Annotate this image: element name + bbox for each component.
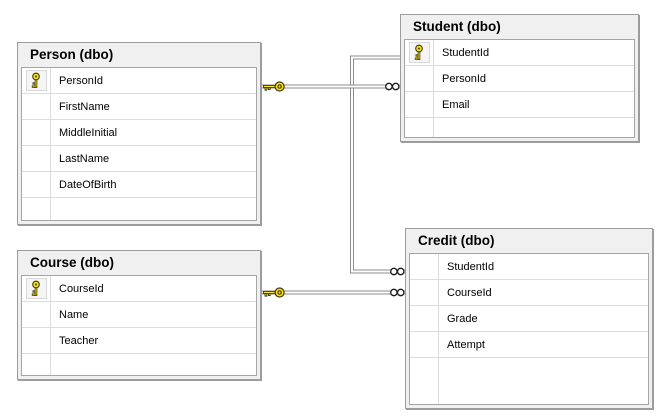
infinity-icon	[385, 82, 400, 91]
table-row-dateofbirth[interactable]: DateOfBirth	[22, 172, 256, 198]
table-row-name[interactable]: Name	[22, 302, 256, 328]
row-selector	[405, 40, 433, 65]
table-row-email[interactable]: Email	[405, 92, 634, 118]
column-name: Grade	[447, 312, 478, 325]
column-name: StudentId	[447, 260, 495, 273]
row-selector	[22, 146, 50, 171]
row-selector	[22, 68, 50, 93]
selector-divider	[50, 276, 51, 375]
table-row-studentid[interactable]: StudentId	[405, 40, 634, 66]
column-name: Email	[442, 98, 470, 111]
column-name: FirstName	[59, 100, 110, 113]
table-course-grid: CourseId Name Teacher	[21, 275, 257, 376]
primary-key-icon	[31, 72, 40, 88]
selector-divider	[433, 40, 434, 137]
column-name: LastName	[59, 152, 110, 165]
column-name: PersonId	[442, 72, 487, 85]
table-row-firstname[interactable]: FirstName	[22, 94, 256, 120]
table-row-teacher[interactable]: Teacher	[22, 328, 256, 354]
table-person-grid: PersonId FirstName MiddleInitial LastNam…	[21, 67, 257, 221]
row-selector	[22, 328, 50, 353]
row-selector	[405, 66, 433, 91]
table-person[interactable]: Person (dbo) PersonId	[17, 42, 261, 225]
row-selector	[22, 94, 50, 119]
row-selector	[410, 332, 438, 357]
column-name: Attempt	[447, 338, 485, 351]
table-row-lastname[interactable]: LastName	[22, 146, 256, 172]
column-name: MiddleInitial	[59, 126, 118, 139]
primary-key-icon	[414, 44, 423, 60]
table-course-title[interactable]: Course (dbo)	[30, 255, 114, 270]
column-name: DateOfBirth	[59, 178, 117, 191]
selector-divider	[50, 68, 51, 220]
row-selector	[22, 276, 50, 301]
table-credit-title[interactable]: Credit (dbo)	[418, 233, 495, 248]
primary-key-cell	[408, 42, 430, 63]
row-selector	[410, 306, 438, 331]
table-credit-grid: StudentId CourseId Grade Attempt	[409, 253, 649, 405]
table-row-courseid[interactable]: CourseId	[22, 276, 256, 302]
primary-key-cell	[25, 278, 47, 299]
row-selector	[22, 120, 50, 145]
infinity-icon	[390, 267, 405, 276]
row-selector	[22, 172, 50, 197]
relationship-line-student-credit[interactable]	[350, 55, 406, 274]
column-name: CourseId	[59, 282, 104, 295]
row-selector	[22, 302, 50, 327]
column-name: StudentId	[442, 46, 490, 59]
column-name: CourseId	[447, 286, 492, 299]
key-icon	[262, 81, 285, 92]
table-person-title[interactable]: Person (dbo)	[30, 47, 114, 62]
infinity-icon	[390, 288, 405, 297]
selector-divider	[438, 254, 439, 404]
table-row-grade[interactable]: Grade	[410, 306, 648, 332]
table-credit[interactable]: Credit (dbo) StudentId CourseId Grade At…	[405, 228, 653, 409]
table-student-grid: StudentId PersonId Email	[404, 39, 635, 138]
column-name: Teacher	[59, 334, 99, 347]
table-course[interactable]: Course (dbo) CourseId	[17, 250, 261, 380]
table-row-personid[interactable]: PersonId	[405, 66, 634, 92]
table-row-studentid[interactable]: StudentId	[410, 254, 648, 280]
key-icon	[262, 287, 285, 298]
table-row-personid[interactable]: PersonId	[22, 68, 256, 94]
table-student[interactable]: Student (dbo) StudentId	[400, 14, 639, 142]
row-selector	[405, 92, 433, 117]
column-name: PersonId	[59, 74, 104, 87]
column-name: Name	[59, 308, 89, 321]
table-row-attempt[interactable]: Attempt	[410, 332, 648, 358]
row-selector	[410, 254, 438, 279]
table-row-courseid[interactable]: CourseId	[410, 280, 648, 306]
table-student-title[interactable]: Student (dbo)	[413, 19, 501, 34]
primary-key-cell	[25, 70, 47, 91]
primary-key-icon	[31, 280, 40, 296]
table-row-middleinitial[interactable]: MiddleInitial	[22, 120, 256, 146]
row-selector	[410, 280, 438, 305]
